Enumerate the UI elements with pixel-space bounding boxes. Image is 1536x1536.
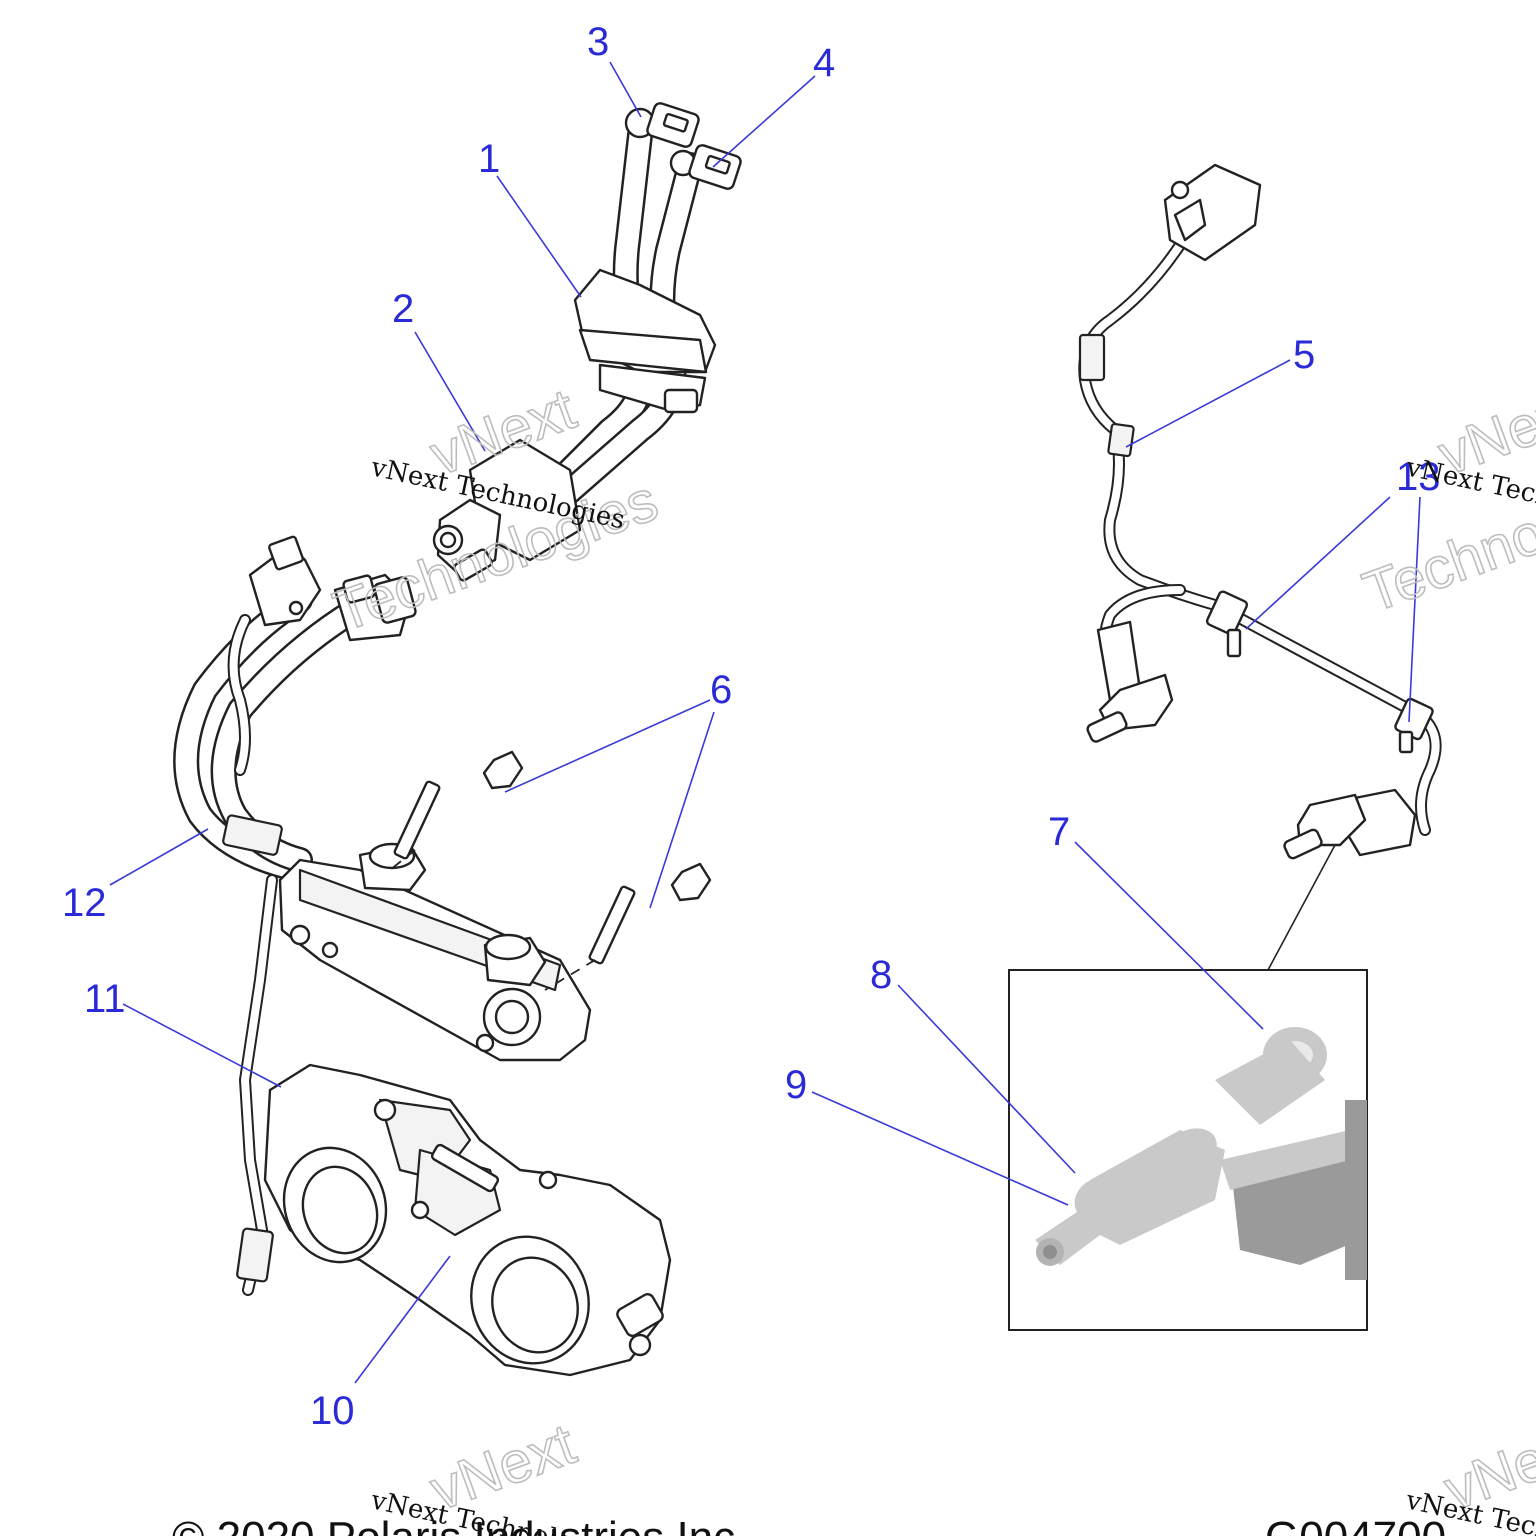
callout-8: 8 [870,953,892,997]
throttle-body [236,1063,672,1377]
watermark-right: vNext Technologies vNext Technologies [1354,375,1536,626]
figure-code: G004700 [1265,1513,1446,1536]
callout-2: 2 [392,287,414,331]
quick-connect-3 [624,102,700,148]
rail-bolt-lower [544,862,712,991]
callout-5: 5 [1293,333,1315,377]
rail-bolt-upper [389,750,524,871]
injector-detail-view [1008,969,1368,1331]
hose-connector-2 [432,438,582,582]
harness-clip-upper [1205,590,1249,658]
copyright-text: © 2020 Polaris Industries Inc. [172,1513,747,1536]
callout-10: 10 [310,1389,355,1433]
footer: © 2020 Polaris Industries Inc. G004700 [172,1513,1446,1536]
hose-clamp-1 [573,268,717,414]
callout-3: 3 [587,20,609,64]
harness-connector [1163,163,1262,262]
callout-13: 13 [1396,455,1441,499]
callout-7: 7 [1048,810,1070,854]
callout-12: 12 [62,881,107,925]
callout-6: 6 [710,668,732,712]
fuel-rail [278,842,592,1062]
leader-lines [109,61,1421,1384]
callout-11: 11 [84,977,126,1021]
injector-harness [1078,163,1442,971]
callout-1: 1 [478,137,500,181]
fuel-injector-right [1283,788,1417,860]
rail-hose-connector [248,535,417,642]
callout-labels: 1 2 3 4 5 6 7 8 9 10 11 12 13 [62,20,1441,1433]
harness-clip-lower [1394,697,1434,754]
injector-detail-render [1035,1027,1367,1280]
callout-4: 4 [813,41,835,85]
callout-9: 9 [785,1063,807,1107]
quick-connect-4 [669,144,742,190]
fuel-rail-assembly [173,535,712,1296]
fuel-hose-assembly [432,102,742,582]
fuel-injector-left [1086,620,1174,743]
